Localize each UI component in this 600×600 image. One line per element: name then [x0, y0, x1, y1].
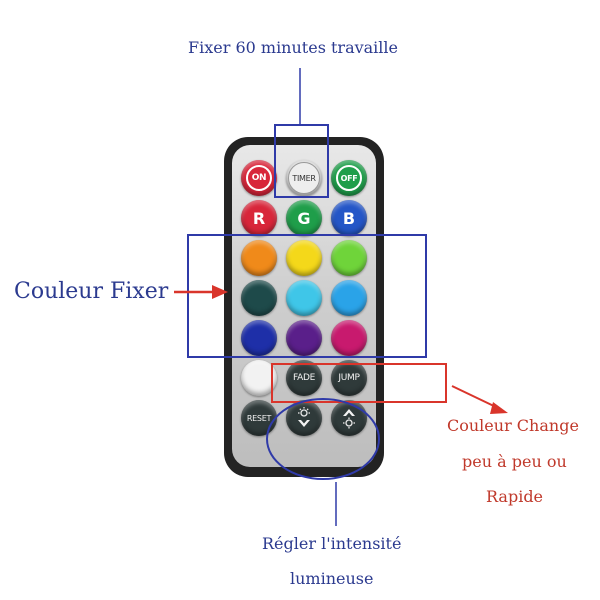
reset-button-label: RESET	[246, 413, 272, 423]
color-button-cyan[interactable]	[286, 280, 322, 316]
color-fix-annotation: Couleur Fixer	[14, 279, 169, 304]
green-button[interactable]: G	[286, 200, 322, 236]
green-button-label: G	[297, 208, 311, 228]
timer-annotation: Fixer 60 minutes travaille	[188, 38, 398, 57]
timer-highlight-box	[274, 124, 329, 198]
color-button-orange[interactable]	[241, 240, 277, 276]
color-button-light-green[interactable]	[331, 240, 367, 276]
red-button-label: R	[252, 208, 266, 228]
color-button-royal-blue[interactable]	[241, 320, 277, 356]
color-grid-highlight-box	[187, 234, 427, 358]
on-button-label: ON	[251, 173, 267, 183]
blue-button-label: B	[342, 208, 356, 228]
color-button-yellow[interactable]	[286, 240, 322, 276]
blue-button[interactable]: B	[331, 200, 367, 236]
color-change-arrowhead	[490, 402, 508, 414]
fade-jump-highlight-box	[271, 363, 447, 403]
timer-button[interactable]: TIMER	[286, 160, 322, 196]
color-change-annotation-line3: Rapide	[486, 487, 544, 506]
timer-button-label: TIMER	[292, 173, 316, 183]
color-button-magenta[interactable]	[331, 320, 367, 356]
fade-button[interactable]: FADE	[286, 360, 322, 396]
color-change-annotation-line2: peu à peu ou	[462, 452, 567, 471]
color-button-purple[interactable]	[286, 320, 322, 356]
jump-button-label: JUMP	[338, 373, 360, 383]
color-fix-arrowhead	[212, 285, 228, 299]
timer-button-ring: TIMER	[288, 162, 320, 194]
off-button-ring: OFF	[336, 165, 362, 191]
color-change-arrow-shaft	[451, 385, 499, 409]
color-button-sky-blue[interactable]	[331, 280, 367, 316]
color-button-dark-teal[interactable]	[241, 280, 277, 316]
jump-button[interactable]: JUMP	[331, 360, 367, 396]
brightness-highlight-ellipse	[266, 398, 380, 480]
fade-button-label: FADE	[293, 373, 315, 383]
on-button-ring: ON	[246, 165, 272, 191]
off-button-label: OFF	[340, 173, 358, 183]
intensity-annotation-line1: Régler l'intensité	[262, 534, 402, 553]
red-button[interactable]: R	[241, 200, 277, 236]
off-button[interactable]: OFF	[331, 160, 367, 196]
on-button[interactable]: ON	[241, 160, 277, 196]
color-change-annotation-line1: Couleur Change	[447, 416, 579, 435]
intensity-annotation-line2: lumineuse	[290, 569, 374, 588]
